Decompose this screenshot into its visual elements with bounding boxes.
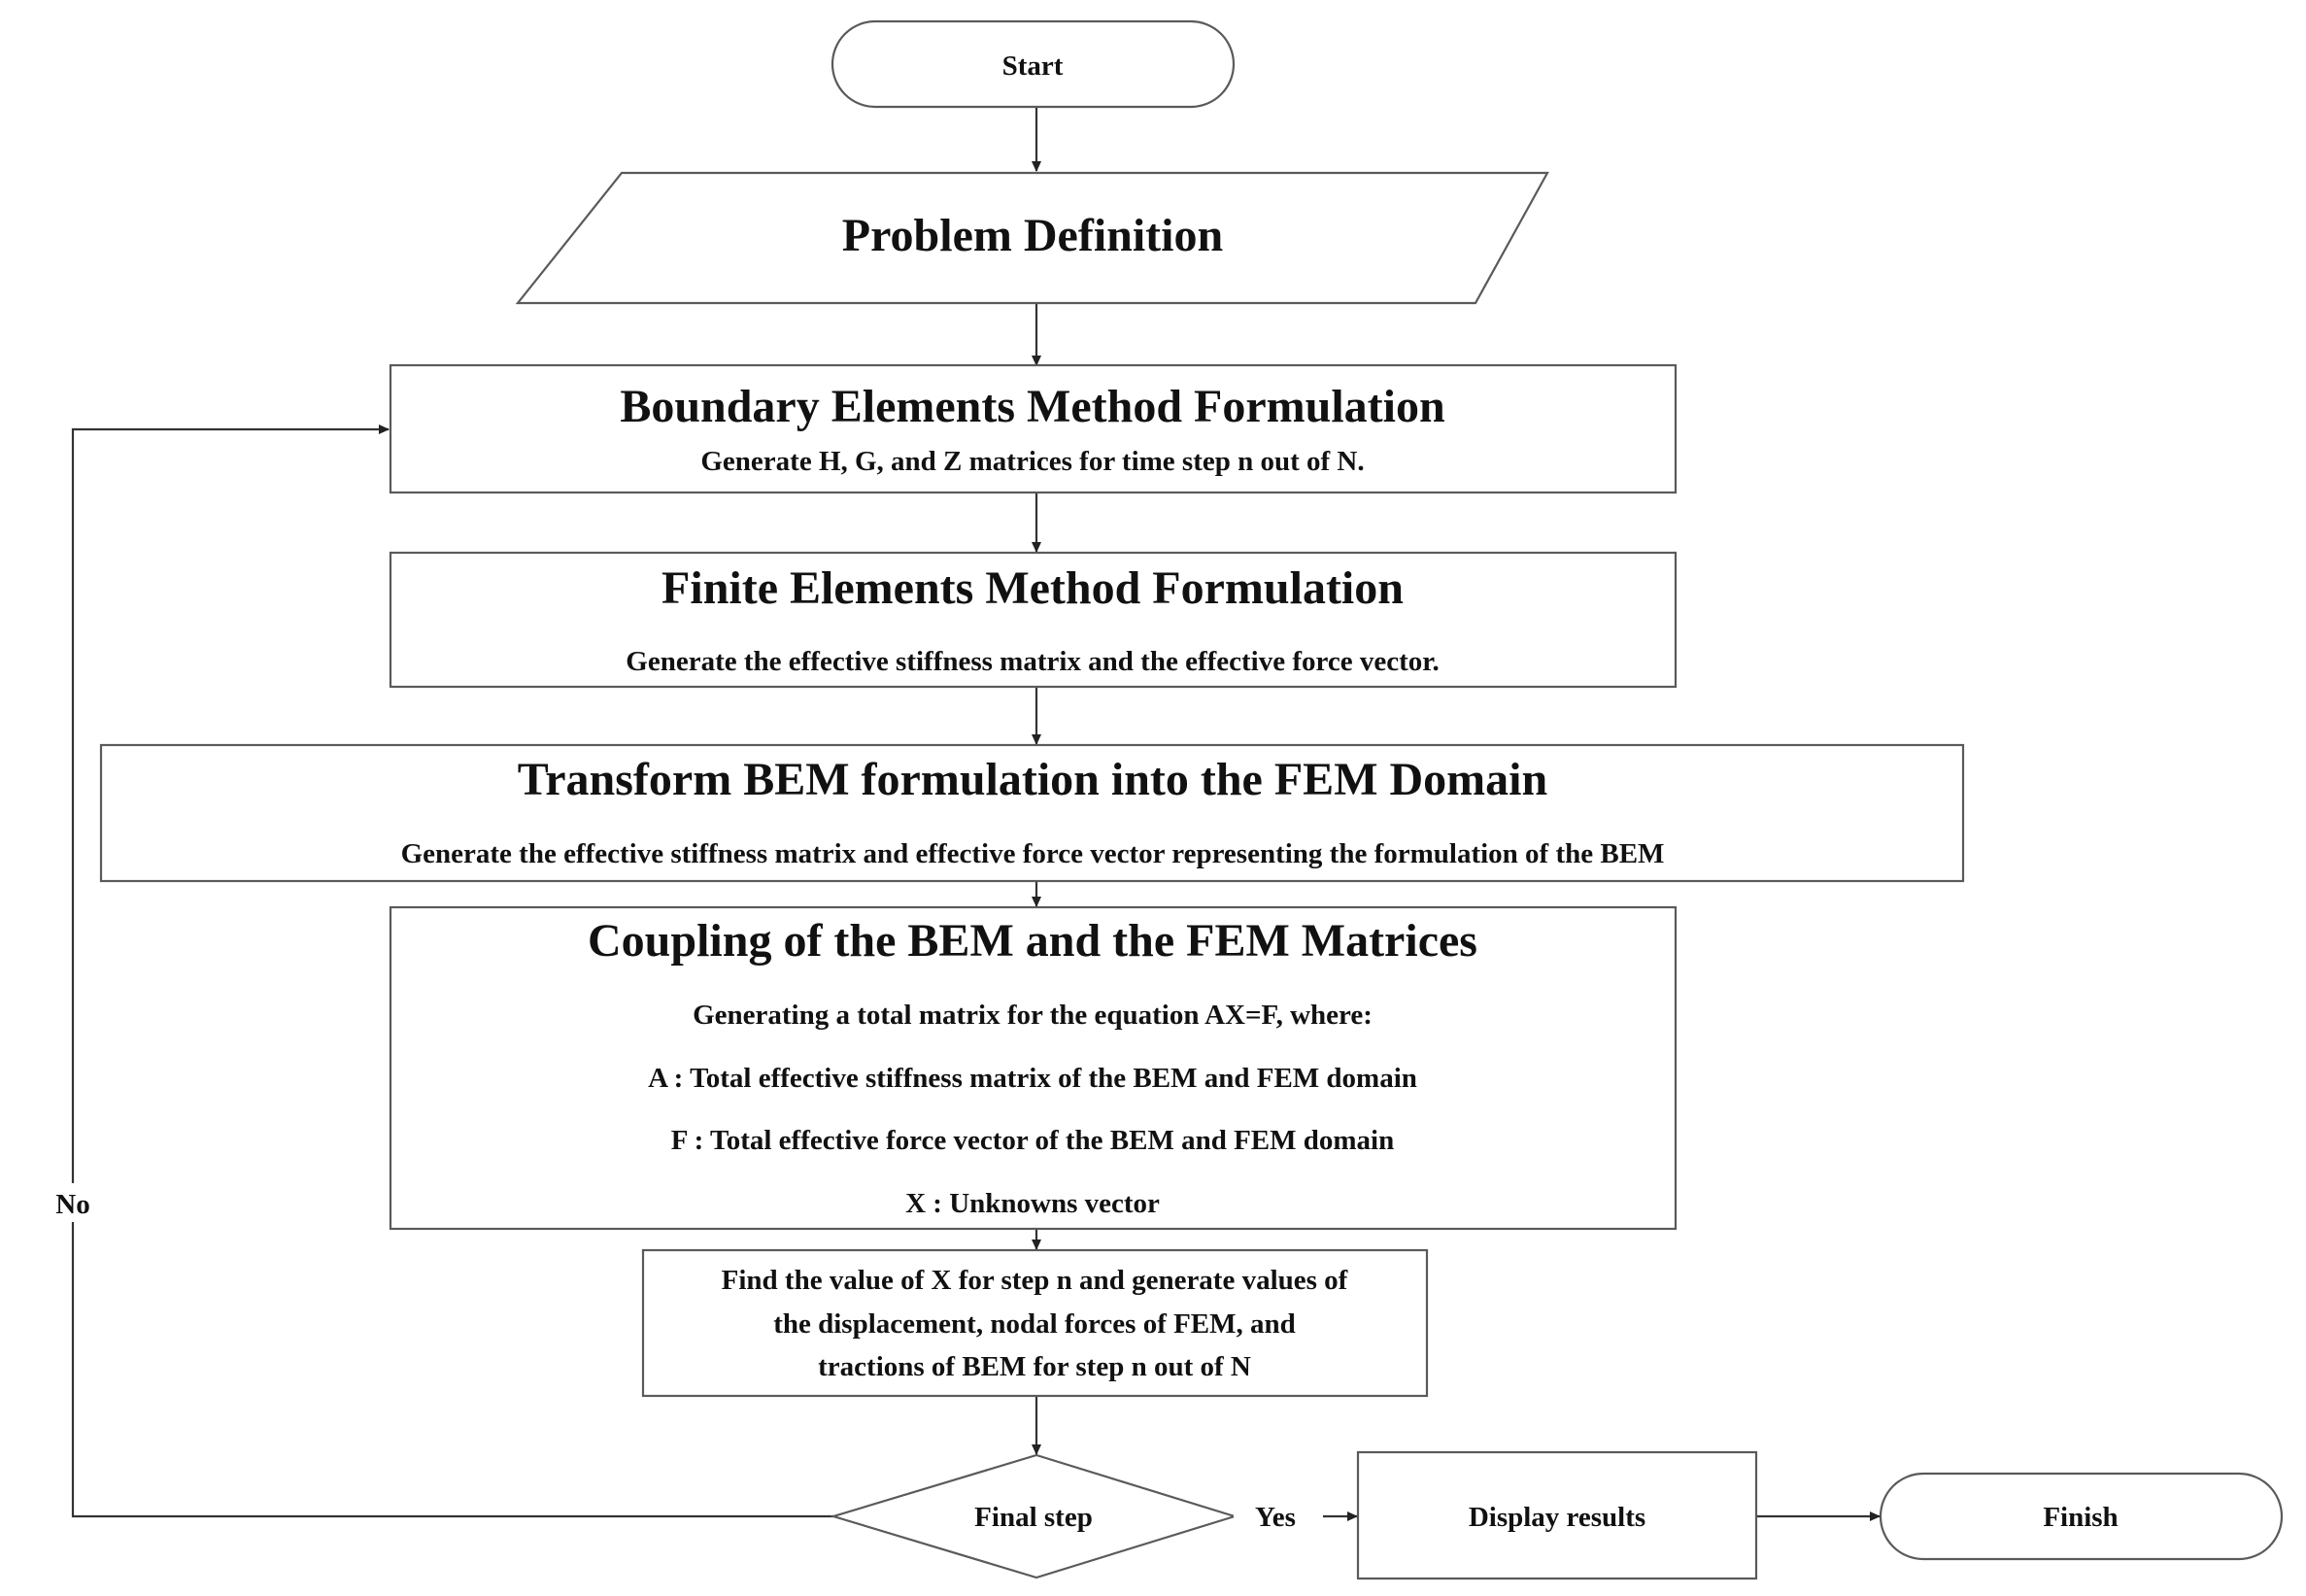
decision-node: Final step: [830, 1453, 1238, 1579]
fem-node: Finite Elements Method Formulation Gener…: [389, 551, 1678, 689]
display-node: Display results: [1356, 1450, 1758, 1580]
connectors: [71, 107, 1881, 1521]
transform-node: Transform BEM formulation into the FEM D…: [99, 743, 1965, 883]
problem-definition-node: Problem Definition: [515, 171, 1549, 305]
no-label: No: [55, 1189, 89, 1220]
display-label: Display results: [1469, 1502, 1645, 1533]
yes-label: Yes: [1255, 1502, 1296, 1533]
bem-node: Boundary Elements Method Formulation Gen…: [389, 363, 1678, 494]
finish-label: Finish: [2043, 1502, 2118, 1533]
arrow-no-loop: [71, 424, 833, 1518]
coupling-line-4: X : Unknowns vector: [905, 1188, 1160, 1219]
finish-node: Finish: [1879, 1472, 2284, 1561]
coupling-line-1: Generating a total matrix for the equati…: [693, 1000, 1373, 1031]
coupling-title: Coupling of the BEM and the FEM Matrices: [588, 915, 1477, 967]
solve-line-3: tractions of BEM for step n out of N: [818, 1351, 1251, 1382]
coupling-line-2: A : Total effective stiffness matrix of …: [648, 1063, 1417, 1094]
bem-title: Boundary Elements Method Formulation: [620, 381, 1444, 432]
coupling-node: Coupling of the BEM and the FEM Matrices…: [389, 905, 1678, 1231]
problem-definition-label: Problem Definition: [842, 210, 1223, 261]
transform-subtitle: Generate the effective stiffness matrix …: [401, 838, 1665, 869]
fem-subtitle: Generate the effective stiffness matrix …: [626, 646, 1439, 677]
start-label: Start: [1002, 51, 1064, 82]
transform-title: Transform BEM formulation into the FEM D…: [518, 754, 1547, 805]
fem-title: Finite Elements Method Formulation: [661, 562, 1404, 614]
decision-label: Final step: [974, 1502, 1093, 1533]
bem-subtitle: Generate H, G, and Z matrices for time s…: [700, 446, 1364, 477]
solve-node: Find the value of X for step n and gener…: [641, 1248, 1429, 1398]
coupling-line-3: F : Total effective force vector of the …: [671, 1125, 1394, 1156]
solve-line-1: Find the value of X for step n and gener…: [722, 1265, 1348, 1296]
solve-line-2: the displacement, nodal forces of FEM, a…: [773, 1308, 1296, 1340]
start-node: Start: [831, 19, 1236, 109]
